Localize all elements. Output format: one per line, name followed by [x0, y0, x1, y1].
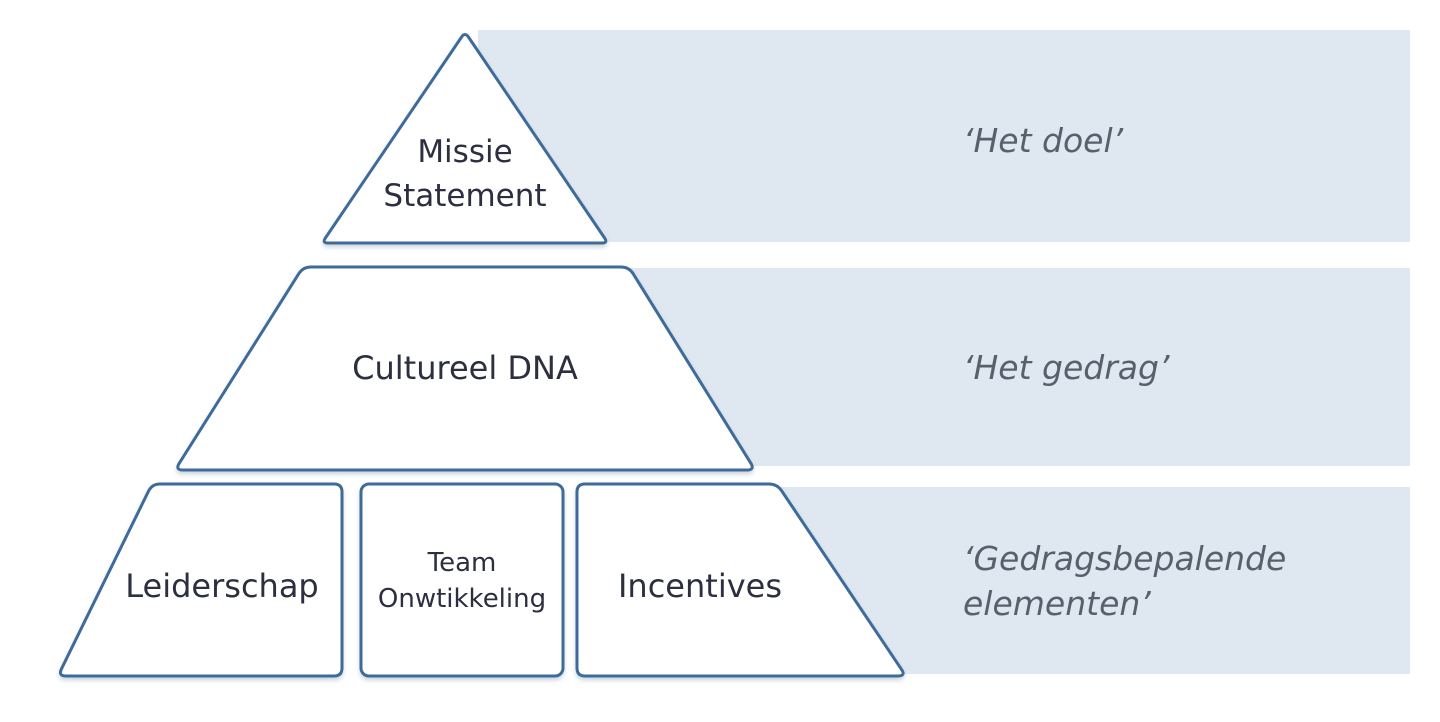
trapezoid-cultureel-dna — [176, 265, 754, 472]
leiderschap-label: Leiderschap — [125, 567, 319, 605]
incentives-label: Incentives — [617, 567, 782, 605]
block-team-ontwikkeling — [359, 482, 565, 678]
band-middle — [600, 268, 1410, 466]
block-leiderschap — [58, 482, 344, 678]
band-top — [478, 30, 1410, 242]
annotation-gedragsbepalende-elementen: ‘Gedragsbepalende elementen’ — [963, 539, 1287, 623]
pyramid-shapes — [58, 33, 905, 678]
team-ontwikkeling-label: Team Onwtikkeling — [377, 548, 547, 614]
cultureel-dna-label: Cultureel DNA — [352, 349, 578, 387]
block-incentives — [575, 482, 905, 678]
annotation-het-doel: ‘Het doel’ — [963, 121, 1124, 160]
annotation-het-gedrag: ‘Het gedrag’ — [963, 348, 1170, 387]
missie-statement-label: Missie Statement — [383, 134, 547, 214]
triangle-missie-statement — [322, 33, 608, 245]
